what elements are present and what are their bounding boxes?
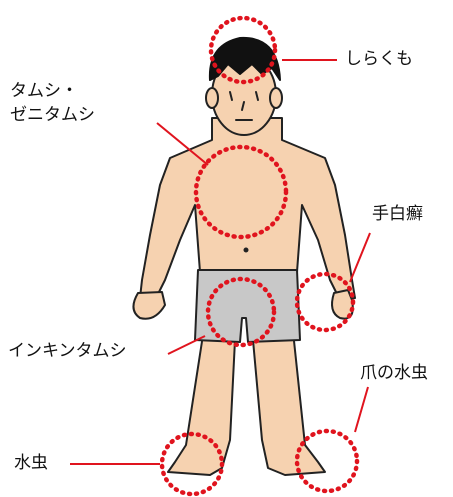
label-head: しらくも	[345, 48, 413, 71]
right-leg	[168, 322, 235, 475]
left-hand-figure	[133, 292, 165, 319]
label-groin: インキンタムシ	[8, 340, 127, 363]
left-leg	[253, 322, 325, 475]
label-hand: 手白癬	[372, 203, 423, 226]
label-body-line2: ゼニタムシ	[10, 104, 95, 127]
label-body-line1: タムシ・	[10, 80, 78, 103]
label-nail: 爪の水虫	[360, 362, 428, 385]
label-foot: 水虫	[14, 452, 48, 475]
